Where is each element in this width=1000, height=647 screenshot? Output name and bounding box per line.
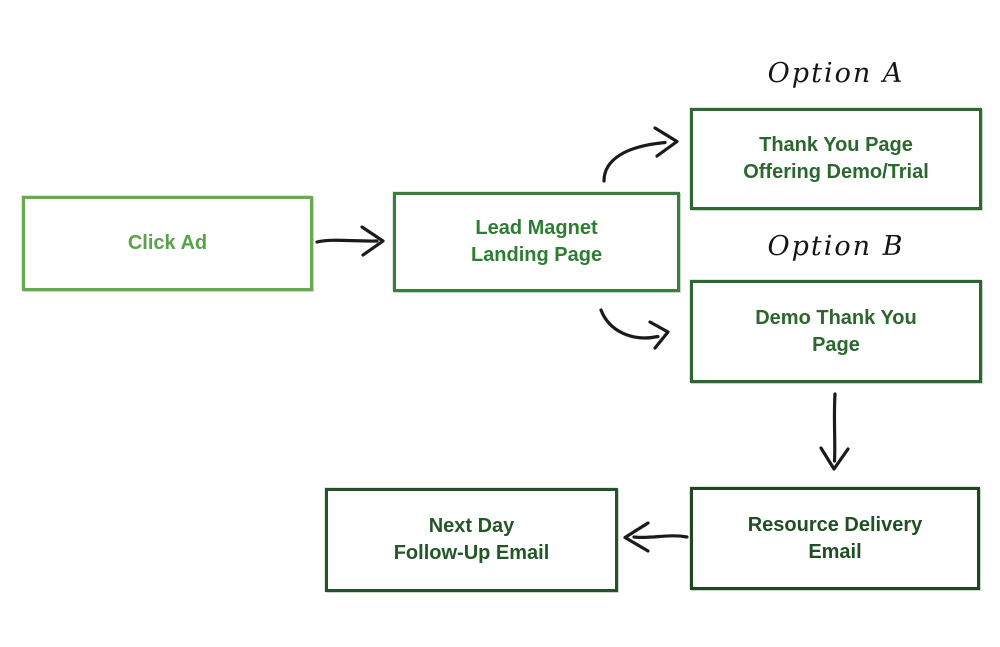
node-lead-magnet-landing-page: Lead Magnet Landing Page bbox=[393, 192, 680, 292]
node-demo-thank-you-page: Demo Thank You Page bbox=[690, 280, 982, 383]
node-resource-delivery-email: Resource Delivery Email bbox=[690, 487, 980, 590]
node-thank-you-page-offering-demo-trial: Thank You Page Offering Demo/Trial bbox=[690, 108, 982, 210]
arrow-demo-to-resource-icon bbox=[819, 392, 850, 471]
annotation-option-b: Option B bbox=[767, 231, 905, 262]
annotation-option-a: Option A bbox=[767, 58, 905, 89]
arrow-click-ad-to-landing-icon bbox=[315, 225, 385, 257]
node-next-day-follow-up-email: Next Day Follow-Up Email bbox=[325, 488, 618, 592]
node-click-ad: Click Ad bbox=[22, 196, 313, 291]
arrow-landing-to-thank-you-icon bbox=[602, 126, 679, 183]
arrow-landing-to-demo-thank-you-icon bbox=[599, 308, 670, 350]
arrow-resource-to-next-day-icon bbox=[623, 521, 689, 553]
